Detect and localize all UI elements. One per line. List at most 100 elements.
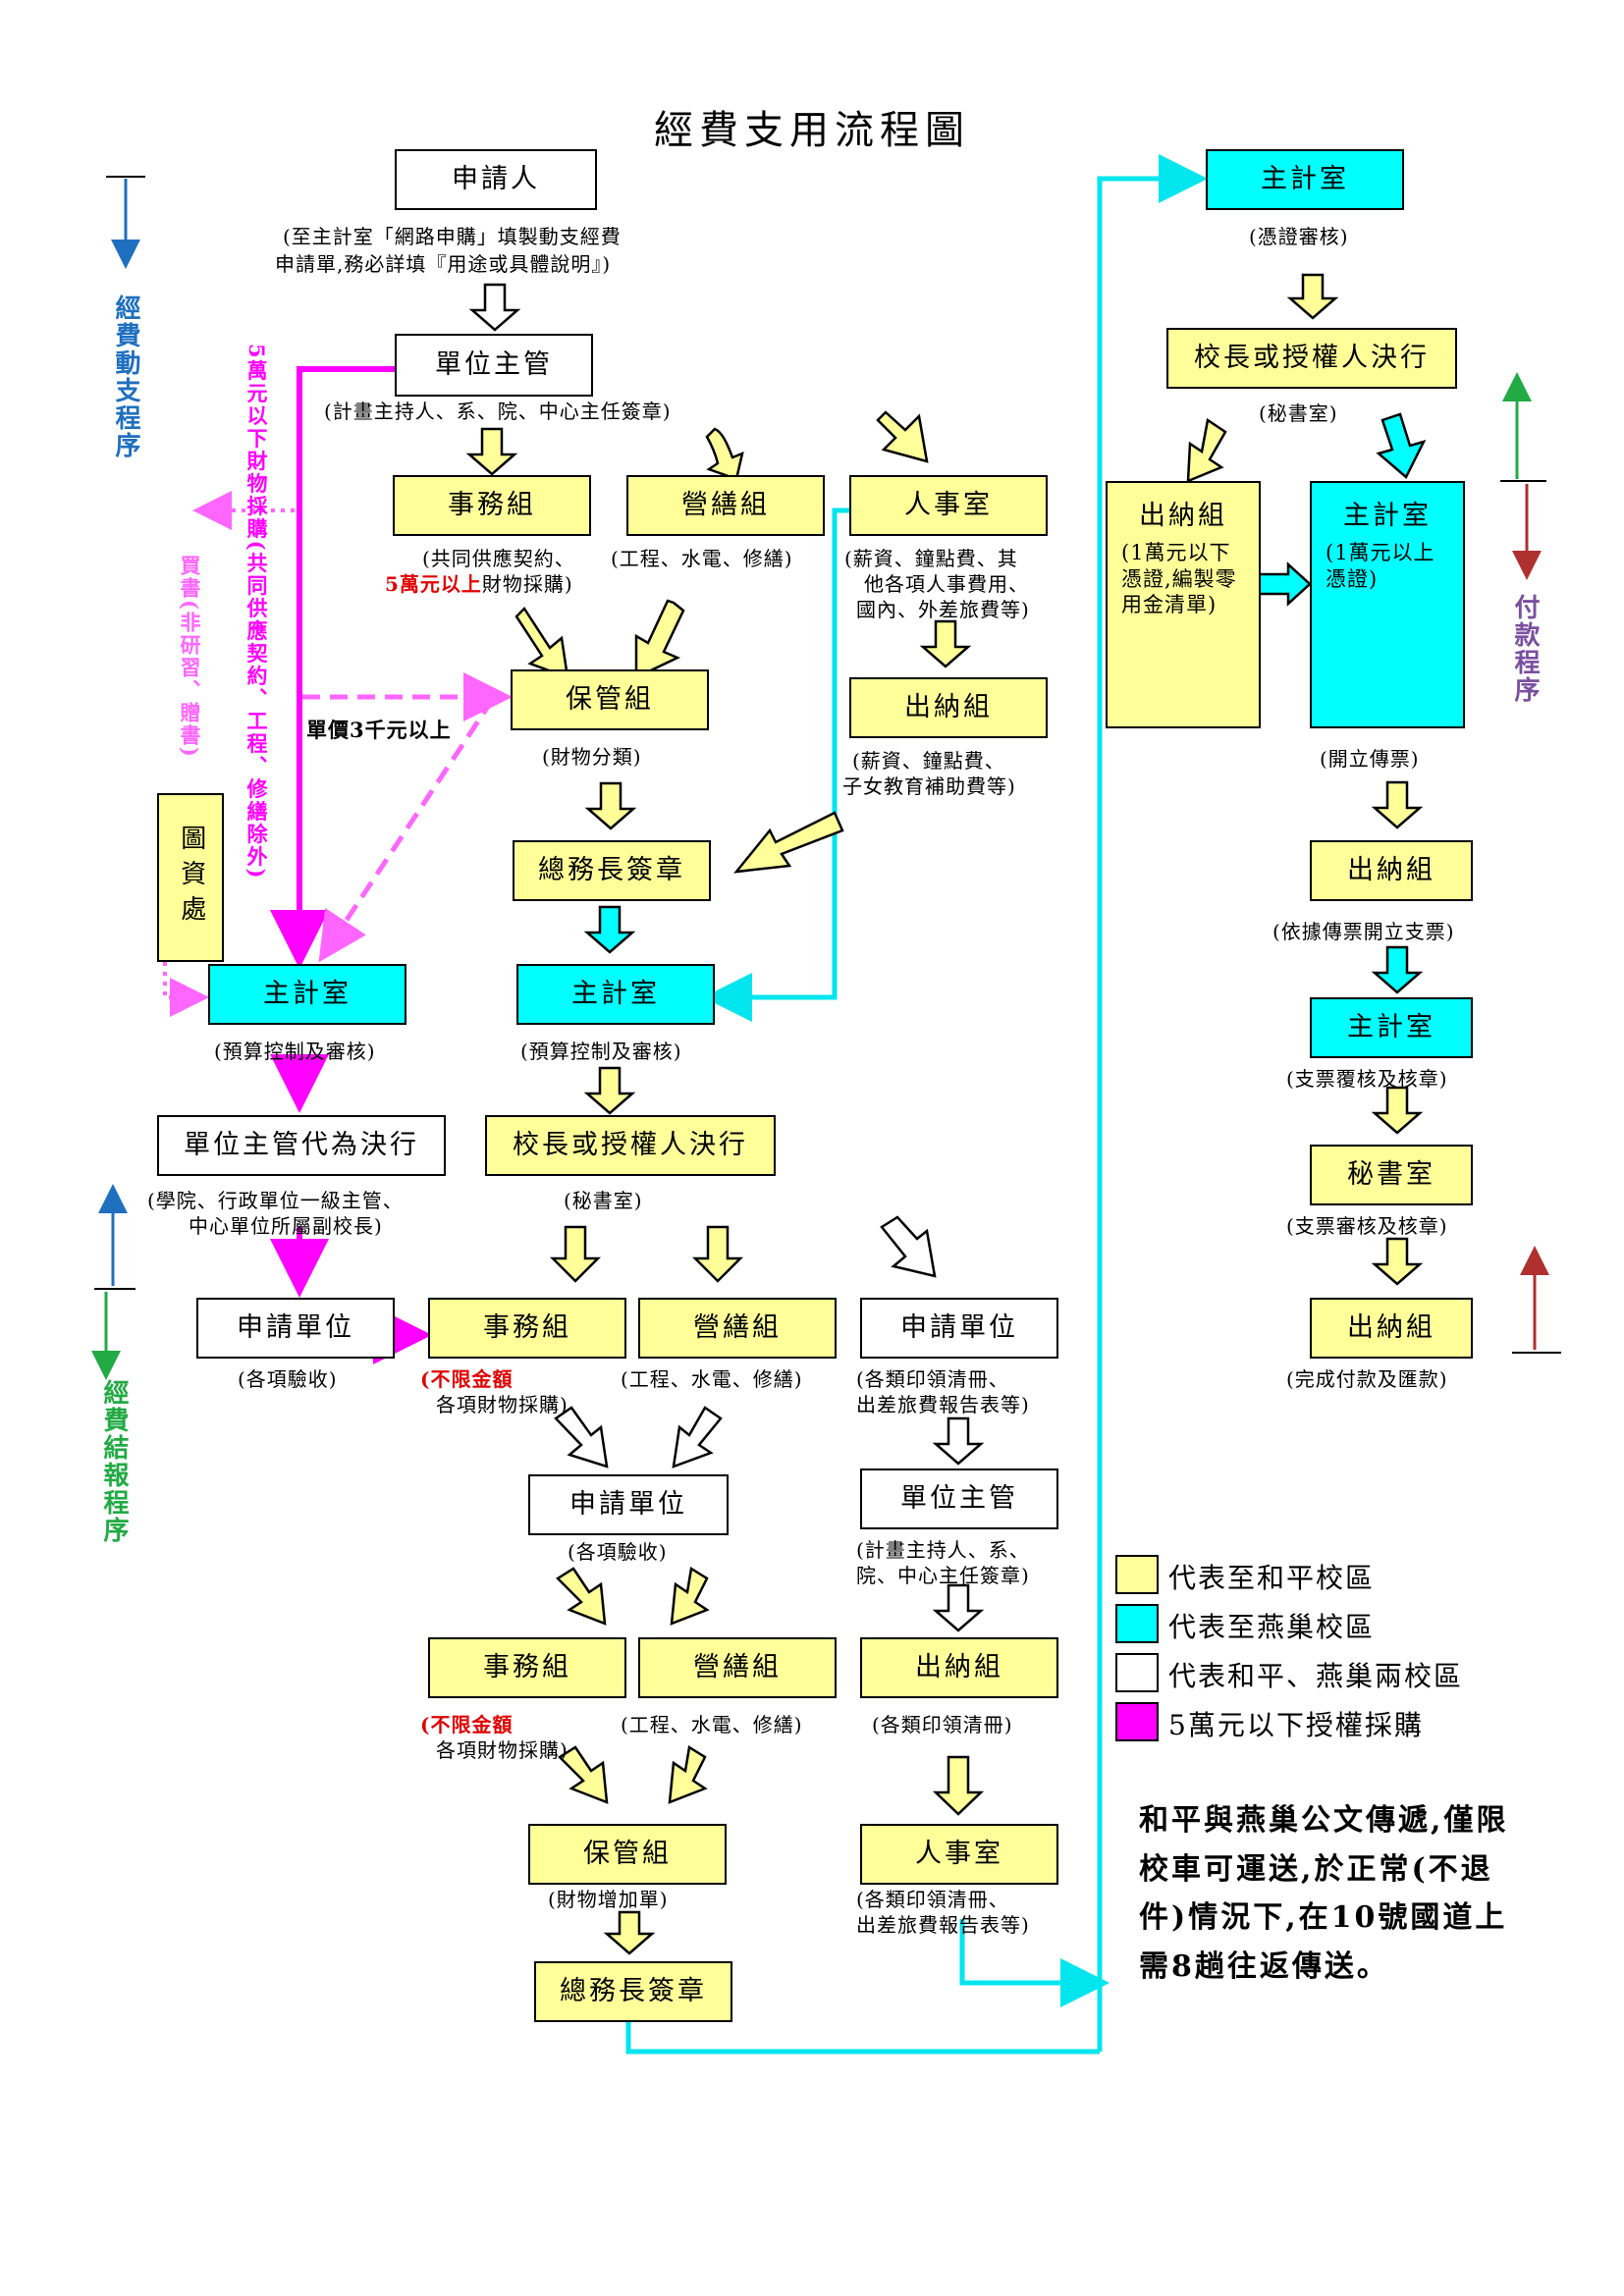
note-cashier-r2: (依據傳票開立支票) bbox=[1272, 920, 1455, 943]
node-general-affairs[interactable]: 總務長簽章 bbox=[513, 840, 711, 901]
note-personnel-1: (薪資、鐘點費、其 bbox=[844, 547, 1018, 570]
node-cashier-r4[interactable]: 出納組 bbox=[1310, 1298, 1473, 1359]
node-secretariat[interactable]: 秘書室 bbox=[1310, 1145, 1473, 1205]
note-unit-head2-1: (計畫主持人、系、 bbox=[856, 1538, 1030, 1562]
note-construction3: (工程、水電、修繕) bbox=[621, 1713, 803, 1736]
note-president-mid: (秘書室) bbox=[564, 1189, 643, 1212]
node-custody2[interactable]: 保管組 bbox=[528, 1824, 727, 1885]
node-unit-head[interactable]: 單位主管 bbox=[395, 334, 593, 397]
note-cashier-r4: (完成付款及匯款) bbox=[1286, 1367, 1448, 1391]
node-accounting-top-right[interactable]: 主計室 bbox=[1206, 149, 1404, 210]
note-acc-top-right: (憑證審核) bbox=[1249, 225, 1349, 248]
node-cashier-r2[interactable]: 出納組 bbox=[1310, 840, 1473, 901]
legend-swatch-white bbox=[1115, 1653, 1159, 1692]
note-acc-left: (預算控制及審核) bbox=[214, 1040, 376, 1063]
node-cashier2[interactable]: 出納組 bbox=[860, 1637, 1058, 1698]
node-unit-head-decide[interactable]: 單位主管代為決行 bbox=[157, 1115, 446, 1176]
note-construction: (工程、水電、修繕) bbox=[611, 547, 793, 570]
side-label-payment: 付款程序 bbox=[1510, 594, 1540, 704]
note-cashier2: (各類印領清冊) bbox=[872, 1713, 1013, 1736]
note-app-right-2: 出差旅費報告表等) bbox=[856, 1393, 1030, 1416]
note-unit-head2-2: 院、中心主任簽章) bbox=[856, 1564, 1030, 1587]
node-applicant[interactable]: 申請人 bbox=[395, 149, 597, 210]
node-accounting-right-sub: (1萬元以上憑證) bbox=[1326, 541, 1435, 591]
node-applicant-unit-left[interactable]: 申請單位 bbox=[196, 1298, 395, 1359]
legend-swatch-yellow bbox=[1115, 1555, 1159, 1594]
node-accounting-r3[interactable]: 主計室 bbox=[1310, 997, 1473, 1058]
node-affairs2[interactable]: 事務組 bbox=[428, 1298, 626, 1359]
note-decide-1: (學院、行政單位一級主管、 bbox=[147, 1189, 404, 1212]
note-acc-r3: (支票覆核及核章) bbox=[1286, 1067, 1448, 1091]
note-affairs2-red: (不限金額 bbox=[420, 1367, 514, 1391]
node-applicant-unit-mid[interactable]: 申請單位 bbox=[528, 1474, 729, 1535]
side-indicator-left-top bbox=[106, 176, 145, 269]
node-accounting-right-label: 主計室 bbox=[1343, 501, 1432, 531]
pink-dashed-path bbox=[302, 672, 513, 963]
note-affairs-2: 5萬元以上財物採購) bbox=[385, 571, 573, 597]
note-affairs-2-text: 財物採購) bbox=[481, 572, 573, 596]
note-secretariat: (支票審核及核章) bbox=[1286, 1214, 1448, 1238]
note-unit-head: (計畫主持人、系、院、中心主任簽章) bbox=[324, 400, 672, 423]
node-accounting-mid[interactable]: 主計室 bbox=[516, 964, 715, 1025]
note-cashier-mid-1: (薪資、鐘點費、 bbox=[852, 749, 1005, 773]
legend-label-yellow: 代表至和平校區 bbox=[1168, 1562, 1376, 1594]
note-app-mid: (各項驗收) bbox=[568, 1540, 668, 1564]
node-affairs3[interactable]: 事務組 bbox=[428, 1637, 626, 1698]
node-president-right[interactable]: 校長或授權人決行 bbox=[1166, 328, 1457, 389]
side-label-settlement: 經費結報程序 bbox=[99, 1379, 129, 1544]
note-personnel2-2: 出差旅費報告表等) bbox=[856, 1913, 1030, 1937]
unit-price-label: 單價3千元以上 bbox=[306, 718, 452, 742]
node-personnel[interactable]: 人事室 bbox=[849, 475, 1048, 536]
note-personnel2-1: (各類印領清冊、 bbox=[856, 1888, 1009, 1911]
node-library[interactable]: 圖資處 bbox=[157, 793, 224, 962]
note-construction2: (工程、水電、修繕) bbox=[621, 1367, 803, 1391]
note-affairs3-2: 各項財物採購) bbox=[436, 1738, 568, 1762]
side-label-magenta: 5萬元以下財物採購(共同供應契約、工程、修繕除外) bbox=[244, 344, 269, 881]
pink-dotted-path bbox=[163, 491, 295, 1017]
note-app-right-1: (各類印領清冊、 bbox=[856, 1367, 1009, 1391]
node-construction[interactable]: 營繕組 bbox=[626, 475, 825, 536]
note-decide-2: 中心單位所屬副校長) bbox=[189, 1214, 383, 1238]
block-arrows bbox=[465, 273, 1427, 1955]
node-accounting-right[interactable]: 主計室 (1萬元以上憑證) bbox=[1310, 481, 1465, 728]
node-library-label: 圖資處 bbox=[176, 825, 206, 931]
node-custody[interactable]: 保管組 bbox=[511, 669, 709, 730]
node-affairs[interactable]: 事務組 bbox=[393, 475, 591, 536]
note-personnel-3: 國內、外差旅費等) bbox=[856, 598, 1030, 621]
note-cashier-mid-2: 子女教育補助費等) bbox=[842, 774, 1016, 798]
note-acc-right: (開立傳票) bbox=[1320, 747, 1420, 771]
node-cashier-right[interactable]: 出納組 (1萬元以下憑證,編製零用金清單) bbox=[1106, 481, 1261, 728]
node-personnel2[interactable]: 人事室 bbox=[860, 1824, 1058, 1885]
legend-label-white: 代表和平、燕巢兩校區 bbox=[1168, 1660, 1464, 1692]
magenta-path bbox=[270, 366, 432, 1364]
node-cashier-mid[interactable]: 出納組 bbox=[849, 677, 1048, 738]
note-affairs3-red: (不限金額 bbox=[420, 1713, 514, 1736]
note-applicant-1: (至主計室「網路申購」填製動支經費 bbox=[283, 225, 622, 248]
side-label-expenditure: 經費動支程序 bbox=[111, 294, 140, 459]
node-construction3[interactable]: 營繕組 bbox=[638, 1637, 837, 1698]
node-unit-head2[interactable]: 單位主管 bbox=[860, 1468, 1058, 1529]
note-acc-mid: (預算控制及審核) bbox=[520, 1040, 682, 1063]
legend-label-cyan: 代表至燕巢校區 bbox=[1168, 1611, 1376, 1643]
legend-swatch-magenta bbox=[1115, 1702, 1159, 1741]
node-cashier-right-sub: (1萬元以下憑證,編製零用金清單) bbox=[1121, 541, 1237, 616]
note-applicant-2: 申請單,務必詳填『用途或具體說明』) bbox=[275, 252, 612, 276]
note-affairs-1: (共同供應契約、 bbox=[422, 547, 575, 570]
node-general-affairs2[interactable]: 總務長簽章 bbox=[534, 1961, 732, 2022]
node-president-mid[interactable]: 校長或授權人決行 bbox=[485, 1115, 776, 1176]
page-title: 經費支用流程圖 bbox=[654, 108, 970, 153]
node-cashier-right-label: 出納組 bbox=[1139, 501, 1227, 531]
node-applicant-unit-right[interactable]: 申請單位 bbox=[860, 1298, 1058, 1359]
note-president-right: (秘書室) bbox=[1259, 401, 1338, 425]
side-indicator-right bbox=[1500, 372, 1561, 1354]
memo-note: 和平與燕巢公文傳遞,僅限校車可運送,於正常(不退件)情況下,在10號國道上需8趟… bbox=[1139, 1803, 1509, 1984]
note-affairs-red: 5萬元以上 bbox=[385, 572, 482, 596]
node-accounting-left[interactable]: 主計室 bbox=[208, 964, 406, 1025]
side-label-books: 買書(非研習、贈書) bbox=[178, 555, 202, 759]
note-app-left: (各項驗收) bbox=[238, 1367, 338, 1391]
node-construction2[interactable]: 營繕組 bbox=[638, 1298, 837, 1359]
note-personnel-2: 他各項人事費用、 bbox=[864, 572, 1029, 596]
legend-swatch-cyan bbox=[1115, 1604, 1159, 1643]
